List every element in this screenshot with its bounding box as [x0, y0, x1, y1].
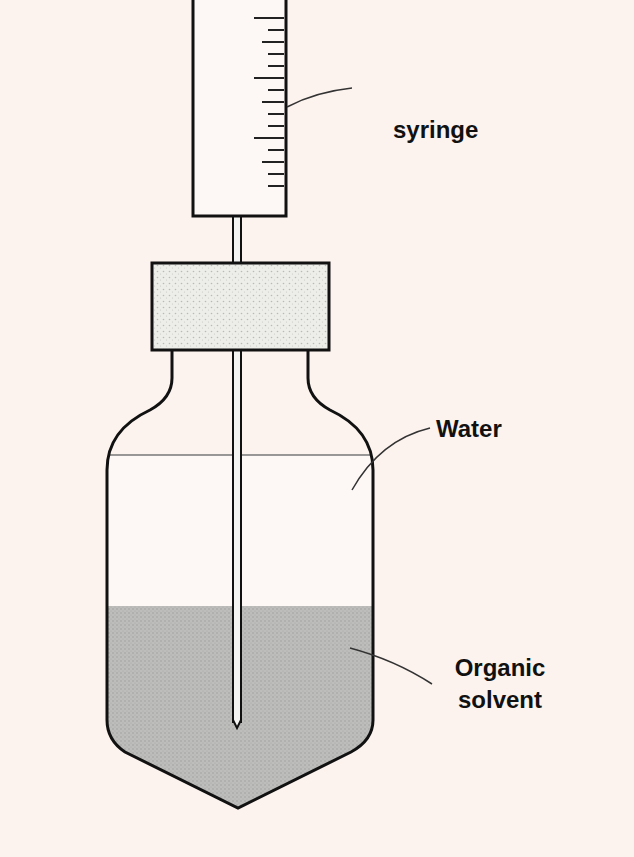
graduation-mark — [268, 29, 284, 31]
graduation-mark — [268, 53, 284, 55]
graduation-mark — [268, 185, 284, 187]
needle-tip — [233, 720, 241, 728]
graduation-mark — [254, 17, 284, 19]
syringe-barrel — [193, 0, 286, 216]
graduation-mark — [262, 101, 284, 103]
graduation-mark — [268, 65, 284, 67]
graduation-mark — [262, 161, 284, 163]
stopper — [152, 263, 329, 350]
part-label: Water — [436, 413, 502, 445]
graduation-mark — [268, 173, 284, 175]
leader-line — [352, 428, 430, 490]
part-label: Organic solvent — [436, 652, 564, 716]
graduation-mark — [254, 77, 284, 79]
graduation-mark — [268, 149, 284, 151]
part-label: syringe — [393, 114, 478, 146]
graduation-mark — [268, 125, 284, 127]
graduation-mark — [268, 89, 284, 91]
leader-line — [287, 88, 352, 107]
graduation-mark — [268, 113, 284, 115]
graduation-marks — [254, 18, 284, 186]
leader-line — [350, 648, 432, 684]
graduation-mark — [262, 41, 284, 43]
graduation-mark — [254, 137, 284, 139]
